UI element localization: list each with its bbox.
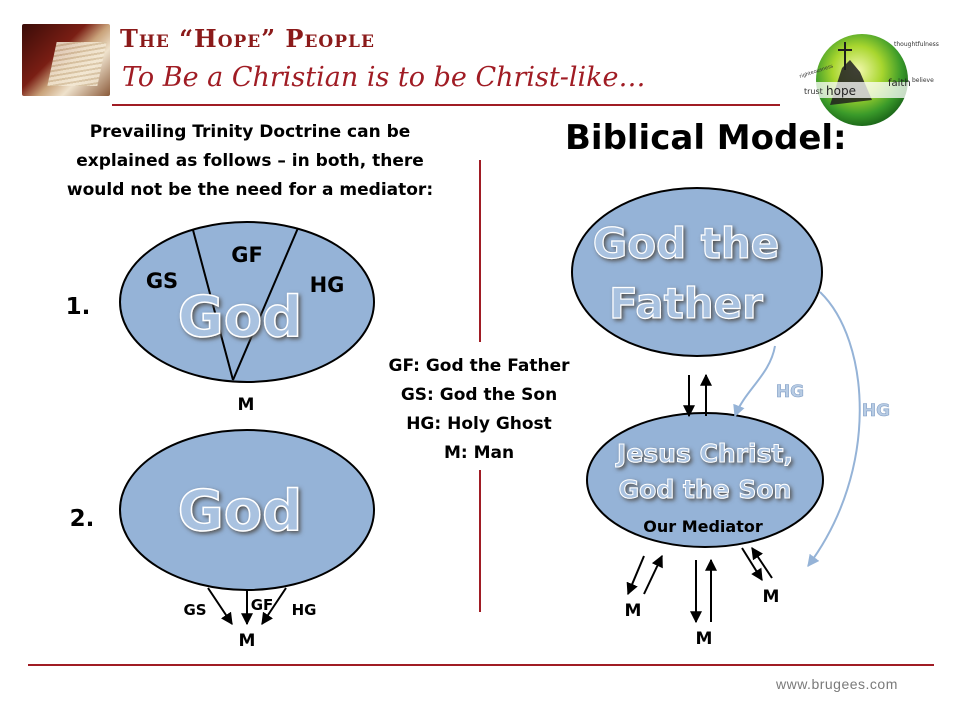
model2-god-label: God: [178, 479, 303, 544]
man-label-left: M: [625, 601, 642, 621]
father-line-1: God the: [593, 219, 779, 268]
mediator-arrow-right-down: [741, 547, 763, 582]
logo-word-faith: faith: [888, 78, 911, 89]
mediator-arrow-left-up: [643, 554, 663, 595]
hg-outer-label: HG: [862, 401, 890, 421]
man-label-center: M: [696, 629, 713, 649]
hg-inner-label: HG: [776, 382, 804, 402]
intro-line: explained as follows – in both, there: [76, 151, 424, 171]
header-divider: [112, 104, 780, 106]
hope-globe-icon: trust hope faith believe thoughtfulness …: [798, 34, 939, 126]
model2-arrow-gs: [207, 587, 233, 625]
model1-number: 1.: [66, 294, 91, 320]
model2-gs-label: GS: [183, 601, 206, 619]
legend-gf: GF: God the Father: [388, 356, 570, 376]
father-line-2: Father: [609, 279, 763, 328]
mediator-label: Our Mediator: [643, 517, 763, 536]
model1-divider-right: [232, 227, 299, 381]
footer-divider: [28, 664, 934, 666]
model1-gs-label: GS: [146, 269, 178, 293]
brand-subtitle: To Be a Christian is to be Christ-like…: [122, 62, 646, 93]
model2-man-label: M: [239, 631, 256, 651]
legend-hg: HG: Holy Ghost: [406, 414, 552, 434]
intro-line: would not be the need for a mediator:: [66, 180, 434, 200]
mediator-arrow-left-down: [626, 555, 645, 596]
intro-line: Prevailing Trinity Doctrine can be: [89, 122, 411, 142]
logo-word-believe: believe: [912, 77, 934, 84]
intro-text: Prevailing Trinity Doctrine can be expla…: [40, 118, 460, 205]
logo-word-trust: trust: [804, 87, 823, 96]
legend-gs: GS: God the Son: [400, 385, 558, 405]
legend-m: M: Man: [443, 443, 515, 463]
model2-arrow-hg: [261, 587, 287, 625]
biblical-model-title: Biblical Model:: [565, 118, 847, 158]
legend: GF: God the Father GS: God the Son HG: H…: [372, 352, 586, 468]
father-ellipse: [571, 187, 823, 357]
logo-word-hope: hope: [826, 84, 856, 98]
model1-hg-label: HG: [310, 273, 345, 297]
logo-word-thoughtfulness: thoughtfulness: [894, 41, 939, 48]
header-bible-photo: [22, 24, 110, 96]
model1-divider-left: [192, 229, 234, 381]
model2-hg-label: HG: [292, 601, 317, 619]
son-line-2: God the Son: [619, 475, 792, 504]
brand-title: The “Hope” People: [120, 24, 375, 53]
son-line-1: Jesus Christ,: [615, 439, 793, 468]
mediator-arrow-right-up: [751, 547, 773, 579]
model2-gf-label: GF: [251, 596, 274, 614]
model1-god-ellipse: [119, 221, 375, 383]
model2-number: 2.: [70, 506, 95, 532]
model1-man-label: M: [238, 395, 255, 415]
model1-god-label: God: [178, 285, 303, 350]
footer-url[interactable]: www.brugees.com: [776, 676, 898, 692]
hg-outer-arrow: [807, 291, 861, 567]
model1-gf-label: GF: [231, 243, 263, 267]
man-label-right: M: [763, 587, 780, 607]
hg-inner-arrow: [733, 345, 776, 418]
